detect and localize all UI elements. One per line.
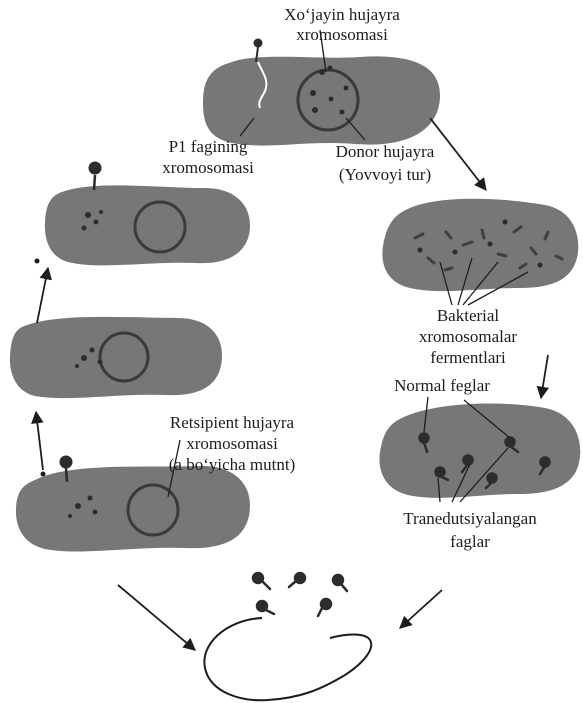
fragmented-cell <box>382 199 578 291</box>
bacterial-label-3: fermentlari <box>430 348 506 367</box>
released-phages <box>253 573 347 616</box>
recipient-label-1: Retsipient hujayra <box>170 413 295 432</box>
host-chromosome-label-1: Xo‘jayin hujayra <box>284 5 400 24</box>
host-chromosome-label-2: xromosomasi <box>296 25 388 44</box>
transduced-label-2: faglar <box>450 532 490 551</box>
host-chromosome-loop <box>204 618 371 700</box>
transduced-label-1: Tranedutsiyalangan <box>403 509 537 528</box>
recombining-cell <box>10 317 222 398</box>
bacterial-label-1: Bakterial <box>437 306 500 325</box>
bacterial-label-2: xromosomalar <box>419 327 518 346</box>
normal-phages-label: Normal feglar <box>394 376 490 395</box>
donor-label-2: (Yovvoyi tur) <box>339 165 431 184</box>
recipient-label-3: (a bo‘yicha mutnt) <box>169 455 296 474</box>
phage-assembly-cell <box>379 404 580 498</box>
recipient-label-2: xromosomasi <box>186 434 278 453</box>
p1-phage-label-2: xromosomasi <box>162 158 254 177</box>
p1-phage-label-1: P1 fagining <box>169 137 248 156</box>
donor-label-1: Donor hujayra <box>336 142 435 161</box>
donor-cell <box>203 39 440 146</box>
recombined-cell-top <box>45 162 250 266</box>
